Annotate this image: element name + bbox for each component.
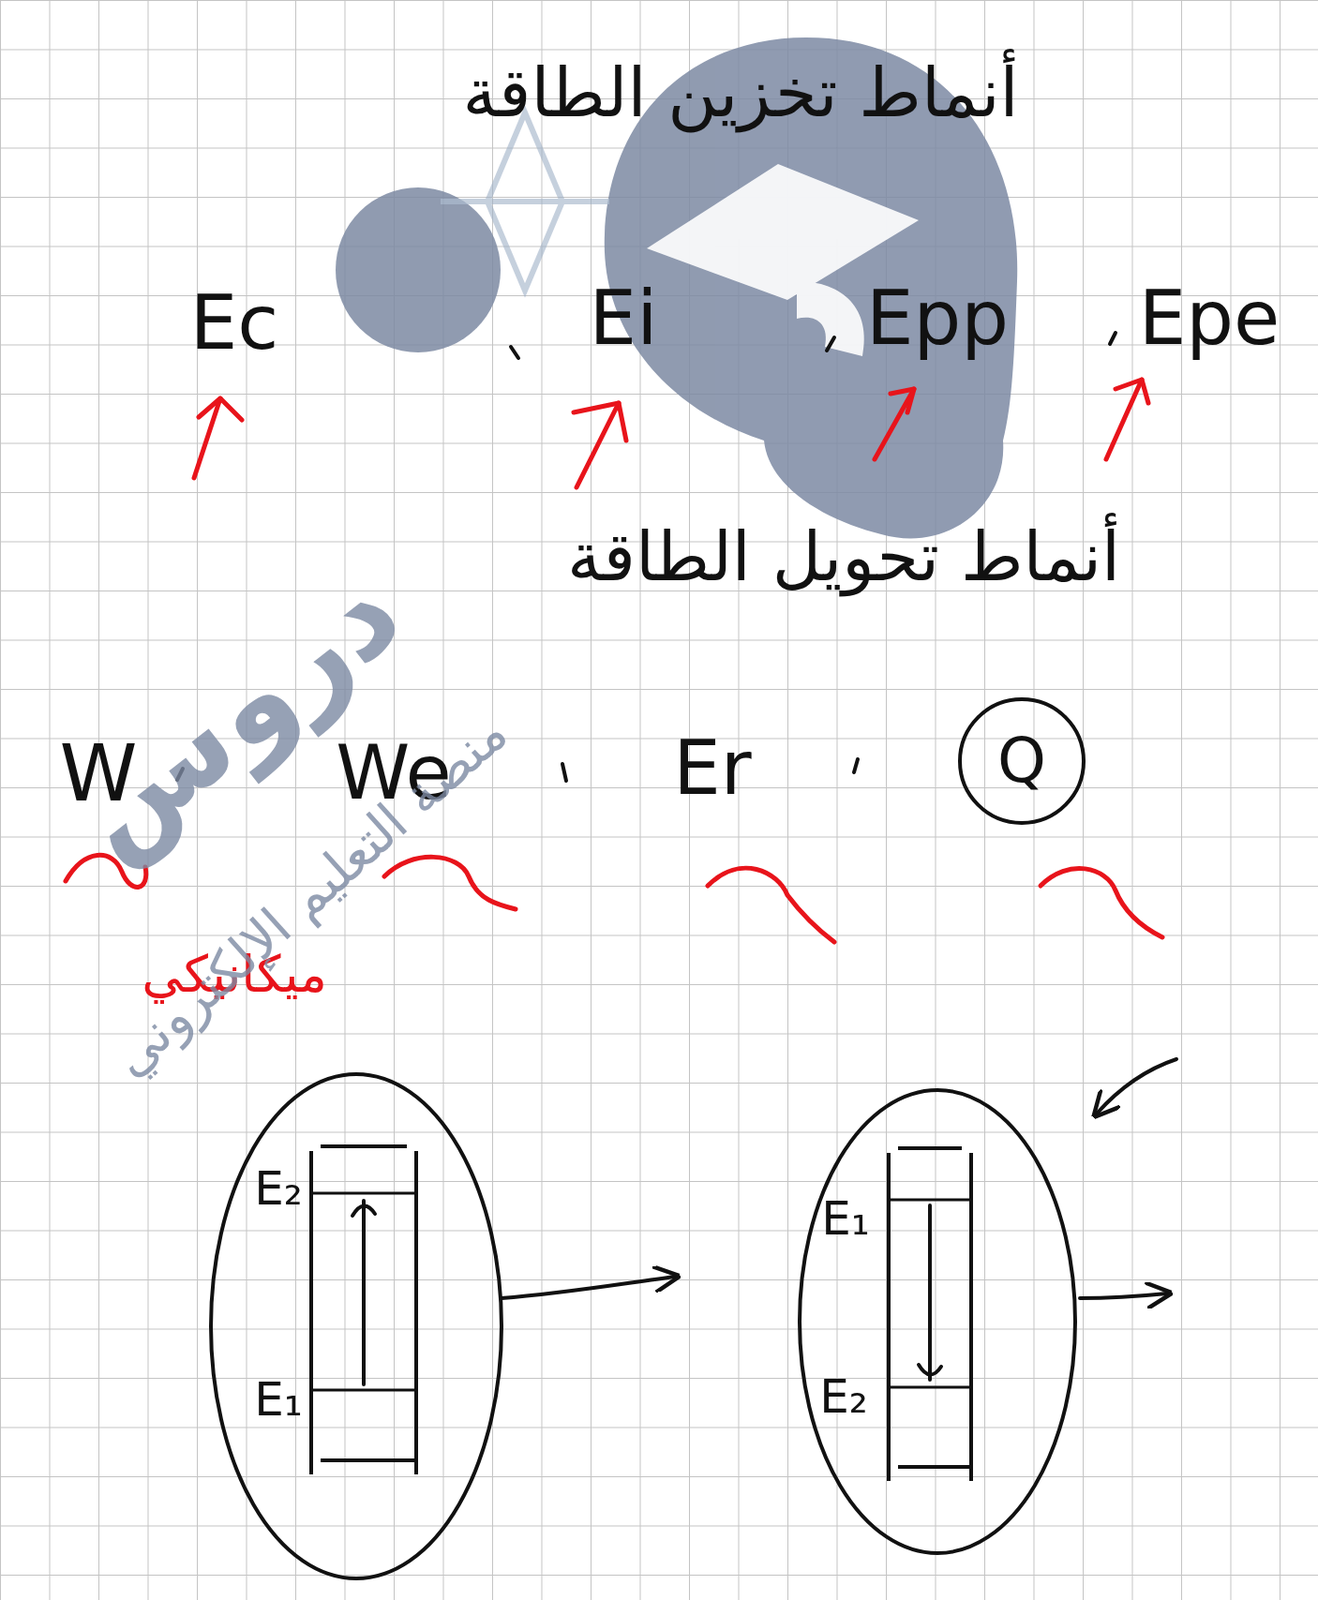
energy-level-label: E₂	[254, 1163, 303, 1215]
energy-well	[888, 1148, 972, 1482]
transition-arrow	[918, 1205, 942, 1380]
energy-symbol: Epe	[1138, 277, 1281, 360]
energy-symbol: Epp	[866, 277, 1009, 360]
atom-outline	[208, 1071, 505, 1582]
section-heading: أنماط تخزين الطاقة	[462, 56, 1019, 131]
energy-level	[311, 1193, 417, 1391]
transition-arrow	[352, 1200, 375, 1385]
energy-well	[311, 1146, 417, 1475]
atom-ellipse: E₁ E₂	[796, 1087, 1079, 1557]
atom-outline	[796, 1087, 1079, 1557]
energy-level	[888, 1199, 972, 1388]
energy-symbol: Ec	[190, 282, 280, 365]
section-heading: أنماط تحويل الطاقة	[567, 520, 1121, 595]
atom-ellipse: E₂ E₁	[208, 1071, 505, 1582]
energy-symbol: Ei	[589, 277, 659, 360]
energy-level-label: E₁	[254, 1374, 303, 1426]
red-arrow	[194, 379, 1149, 488]
energy-symbol: Er	[673, 727, 751, 810]
emission-arrow	[501, 1059, 1177, 1299]
energy-level-label: E₁	[821, 1193, 870, 1245]
energy-symbol: Q	[997, 727, 1047, 796]
highlight-circle	[959, 699, 1084, 824]
energy-level-label: E₂	[819, 1371, 869, 1423]
